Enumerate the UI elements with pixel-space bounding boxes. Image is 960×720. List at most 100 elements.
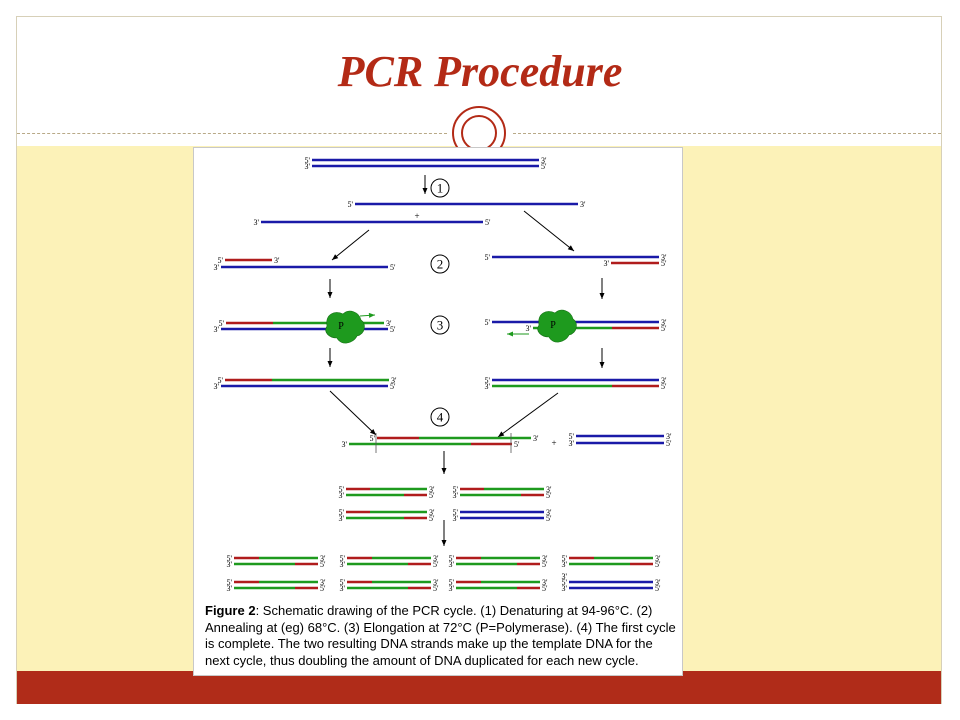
strand-end-label: 3'	[453, 514, 459, 523]
figure-caption: Figure 2: Schematic drawing of the PCR c…	[205, 603, 677, 669]
elongation-arrow-head	[507, 331, 513, 337]
strand-end-label: 3'	[542, 554, 548, 563]
step-number: 4	[437, 410, 444, 425]
flow-arrow-head	[422, 188, 428, 194]
strand-end-label: 5'	[661, 324, 667, 333]
step-number: 2	[437, 257, 444, 272]
strand-end-label: 5'	[219, 319, 225, 328]
strand-end-label: 3'	[562, 572, 568, 581]
strand-end-label: 3'	[604, 259, 610, 268]
strand-end-label: 5'	[485, 376, 491, 385]
step-circle	[430, 315, 450, 335]
step-circle	[430, 254, 450, 274]
strand-end-label: 5'	[227, 578, 233, 587]
strand-end-label: 5'	[562, 578, 568, 587]
strand-end-label: 5'	[514, 440, 520, 449]
strand-end-label: 5'	[666, 439, 672, 448]
strand-end-label: 5'	[390, 263, 396, 272]
flow-arrow	[497, 392, 559, 438]
strand-end-label: 3'	[661, 253, 667, 262]
strand-end-label: 5'	[655, 560, 661, 569]
strand-end-label: 3'	[655, 578, 661, 587]
strand-end-label: 5'	[655, 584, 661, 593]
strand-end-label: 5'	[485, 218, 491, 227]
flow-arrow	[329, 390, 377, 436]
strand-end-label: 3'	[485, 382, 491, 391]
strand-end-label: 5'	[541, 162, 547, 171]
strand-end-label: 5'	[485, 318, 491, 327]
strand-end-label: 3'	[340, 584, 346, 593]
strand-end-label: 3'	[533, 434, 539, 443]
strand-end-label: 5'	[340, 578, 346, 587]
strand-end-label: 5'	[348, 200, 354, 209]
strand-end-label: 3'	[274, 256, 280, 265]
strand-end-label: 3'	[546, 485, 552, 494]
strand-end-label: 5'	[390, 325, 396, 334]
strand-end-label: 5'	[546, 491, 552, 500]
flow-arrow-head	[332, 254, 339, 260]
strand-end-label: 5'	[218, 256, 224, 265]
step-circle	[430, 407, 450, 427]
strand-end-label: 3'	[214, 263, 220, 272]
ornament-ring-inner	[461, 115, 497, 151]
strand-end-label: 3'	[339, 514, 345, 523]
strand-end-label: 3'	[449, 560, 455, 569]
plus-sign: +	[414, 211, 419, 221]
flow-arrow-head	[599, 362, 605, 368]
strand-end-label: 5'	[661, 259, 667, 268]
strand-end-label: 3'	[569, 439, 575, 448]
polymerase-blob	[537, 309, 577, 343]
strand-end-label: 5'	[546, 514, 552, 523]
strand-end-label: 3'	[339, 491, 345, 500]
strand-end-label: 5'	[370, 434, 376, 443]
flow-arrow-head	[441, 540, 447, 546]
strand-end-label: 3'	[254, 218, 260, 227]
title-divider-right	[513, 133, 941, 134]
strand-end-label: 3'	[433, 578, 439, 587]
strand-end-label: 3'	[227, 584, 233, 593]
flow-arrow-head	[498, 431, 505, 437]
flow-arrow	[523, 210, 575, 252]
flow-arrow	[331, 229, 370, 261]
strand-end-label: 3'	[386, 319, 392, 328]
strand-end-label: 5'	[453, 508, 459, 517]
flow-arrow-head	[441, 468, 447, 474]
strand-end-label: 3'	[666, 432, 672, 441]
strand-end-label: 5'	[433, 560, 439, 569]
strand-end-label: 3'	[453, 491, 459, 500]
flow-arrow-head	[599, 293, 605, 299]
step-number: 1	[437, 181, 444, 196]
strand-end-label: 3'	[580, 200, 586, 209]
strand-end-label: 5'	[305, 156, 311, 165]
strand-end-label: 5'	[339, 508, 345, 517]
slide-title: PCR Procedure	[337, 47, 623, 96]
strand-end-label: 3'	[661, 376, 667, 385]
strand-end-label: 3'	[429, 508, 435, 517]
strand-end-label: 5'	[542, 560, 548, 569]
polymerase-label: P	[338, 321, 344, 332]
strand-end-label: 5'	[227, 554, 233, 563]
strand-end-label: 5'	[449, 554, 455, 563]
step-circle	[430, 178, 450, 198]
strand-end-label: 3'	[433, 554, 439, 563]
strand-end-label: 5'	[661, 382, 667, 391]
flow-arrow-head	[567, 245, 574, 251]
strand-end-label: 3'	[340, 560, 346, 569]
strand-end-label: 3'	[661, 318, 667, 327]
strand-end-label: 3'	[562, 560, 568, 569]
strand-end-label: 3'	[562, 584, 568, 593]
strand-end-label: 5'	[569, 432, 575, 441]
strand-end-label: 3'	[542, 578, 548, 587]
strand-end-label: 5'	[320, 584, 326, 593]
flow-arrow-head	[327, 292, 333, 298]
strand-end-label: 3'	[546, 508, 552, 517]
strand-end-label: 3'	[429, 485, 435, 494]
strand-end-label: 5'	[218, 376, 224, 385]
strand-end-label: 5'	[339, 485, 345, 494]
strand-end-label: 5'	[429, 491, 435, 500]
strand-end-label: 3'	[214, 325, 220, 334]
title-divider-left	[17, 133, 447, 134]
polymerase-label: P	[550, 320, 556, 331]
caption-label: Figure 2	[205, 603, 256, 618]
